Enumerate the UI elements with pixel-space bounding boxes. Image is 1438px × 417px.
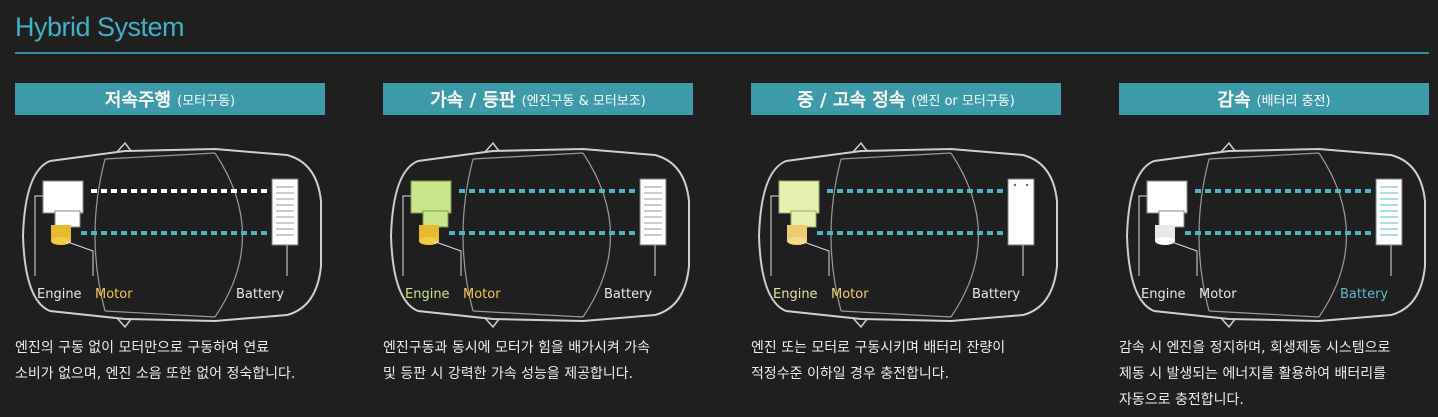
- panel-low-speed: 저속주행 (모터구동) Engine Motor Battery 엔진의 구동 …: [15, 83, 325, 413]
- panel-description: 감속 시 엔진을 정지하며, 회생제동 시스템으로 제동 시 발생되는 에너지를…: [1119, 335, 1434, 413]
- engine-label: Engine: [405, 287, 450, 302]
- car-diagram: [1125, 141, 1426, 329]
- motor-label: Motor: [831, 287, 869, 302]
- engine-label: Engine: [37, 287, 82, 302]
- panel-subtitle: (엔진구동 & 모터보조): [521, 93, 646, 109]
- battery-icon: [1375, 178, 1403, 246]
- panel-title: 중 / 고속 정속: [797, 90, 906, 111]
- panel-subtitle: (엔진 or 모터구동): [911, 93, 1015, 109]
- engine-label: Engine: [773, 287, 818, 302]
- description-line: 제동 시 발생되는 에너지를 활용하여 배터리를: [1119, 366, 1386, 382]
- battery-icon: [271, 178, 299, 246]
- car-diagram: [757, 141, 1058, 329]
- motor-label: Motor: [1199, 287, 1237, 302]
- engine-icon: [778, 180, 820, 228]
- motor-icon: [787, 225, 807, 245]
- panel-title: 감속: [1217, 90, 1251, 111]
- panel-title: 저속주행: [104, 90, 172, 111]
- battery-icon: [1007, 178, 1035, 246]
- panel-header: 중 / 고속 정속 (엔진 or 모터구동): [751, 83, 1061, 115]
- panel-title: 가속 / 등판: [430, 90, 516, 111]
- page-title: Hybrid System: [15, 12, 185, 42]
- engine-icon: [1146, 180, 1188, 228]
- battery-label: Battery: [1340, 287, 1389, 302]
- car-diagram: [21, 141, 322, 329]
- engine-icon: [42, 180, 84, 228]
- panel-description: 엔진 또는 모터로 구동시키며 배터리 잔량이 적정수준 이하일 경우 충전합니…: [751, 335, 1066, 387]
- description-line: 엔진구동과 동시에 모터가 힘을 배가시켜 가속: [383, 340, 650, 356]
- engine-icon: [410, 180, 452, 228]
- description-line: 엔진의 구동 없이 모터만으로 구동하여 연료: [15, 340, 270, 356]
- description-line: 감속 시 엔진을 정지하며, 회생제동 시스템으로: [1119, 340, 1391, 356]
- engine-label: Engine: [1141, 287, 1186, 302]
- motor-icon: [51, 225, 71, 245]
- panel-cruising: 중 / 고속 정속 (엔진 or 모터구동) Engine Motor Batt…: [751, 83, 1061, 413]
- motor-label: Motor: [463, 287, 501, 302]
- panel-header: 가속 / 등판 (엔진구동 & 모터보조): [383, 83, 693, 115]
- panel-description: 엔진구동과 동시에 모터가 힘을 배가시켜 가속 및 등판 시 강력한 가속 성…: [383, 335, 698, 387]
- battery-label: Battery: [972, 287, 1021, 302]
- motor-icon: [419, 225, 439, 245]
- motor-label: Motor: [95, 287, 133, 302]
- panel-deceleration: 감속 (배터리 충전) Engine Motor Battery 감속 시 엔진…: [1119, 83, 1429, 413]
- car-diagram: [389, 141, 690, 329]
- description-line: 자동으로 충전합니다.: [1119, 392, 1244, 408]
- description-line: 엔진 또는 모터로 구동시키며 배터리 잔량이: [751, 340, 1006, 356]
- description-line: 적정수준 이하일 경우 충전합니다.: [751, 366, 950, 382]
- battery-icon: [639, 178, 667, 246]
- panel-description: 엔진의 구동 없이 모터만으로 구동하여 연료 소비가 없으며, 엔진 소음 또…: [15, 335, 330, 387]
- panel-subtitle: (배터리 충전): [1256, 93, 1331, 109]
- panel-header: 감속 (배터리 충전): [1119, 83, 1429, 115]
- motor-icon: [1155, 225, 1175, 245]
- battery-label: Battery: [604, 287, 653, 302]
- panel-subtitle: (모터구동): [177, 93, 236, 109]
- description-line: 소비가 없으며, 엔진 소음 또한 없어 정숙합니다.: [15, 366, 296, 382]
- panel-acceleration: 가속 / 등판 (엔진구동 & 모터보조) Engine Motor Batte…: [383, 83, 693, 413]
- battery-label: Battery: [236, 287, 285, 302]
- title-divider: [15, 52, 1429, 54]
- panel-header: 저속주행 (모터구동): [15, 83, 325, 115]
- description-line: 및 등판 시 강력한 가속 성능을 제공합니다.: [383, 366, 634, 382]
